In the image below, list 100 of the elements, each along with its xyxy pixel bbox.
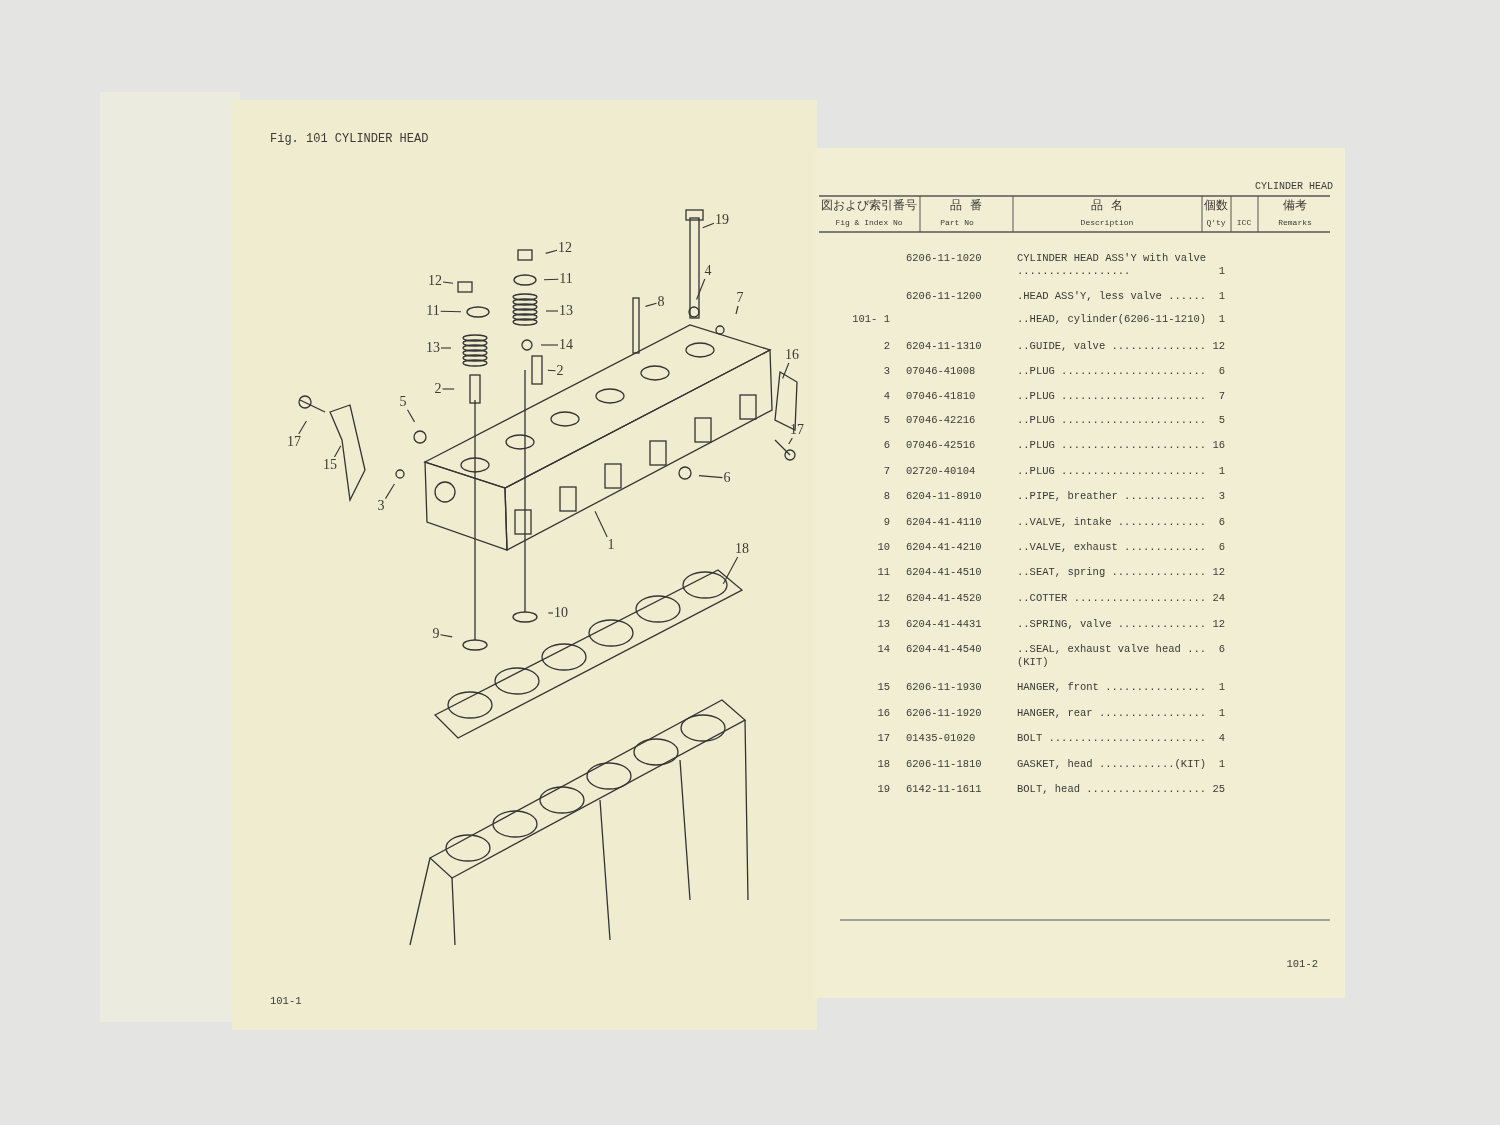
part-number: 6204-41-4510 <box>906 566 982 579</box>
callout-number: 6 <box>722 470 732 486</box>
column-heading: Remarks <box>1278 217 1312 229</box>
part-description: BOLT ......................... <box>1017 732 1208 745</box>
part-number: 02720-40104 <box>906 465 976 478</box>
leader-line <box>547 369 557 372</box>
column-heading: 備考 <box>1283 200 1307 213</box>
part-number: 6204-41-4520 <box>906 592 982 605</box>
quantity: 6 <box>1218 516 1225 529</box>
part-number: 6206-11-1020 <box>906 252 982 265</box>
index-number: 18 <box>877 758 890 771</box>
quantity: 5 <box>1218 414 1225 427</box>
part-description: ..HEAD, cylinder(6206-11-1210) <box>1017 313 1208 326</box>
leader-line <box>441 388 455 390</box>
callout-number: 4 <box>703 263 713 279</box>
part-description: ..PLUG ....................... <box>1017 390 1208 403</box>
leader-line <box>384 483 395 500</box>
index-number: 4 <box>883 390 890 403</box>
leader-line <box>545 310 559 312</box>
leader-line <box>545 249 558 254</box>
callout-number: 16 <box>784 347 800 363</box>
index-number: 19 <box>877 783 890 796</box>
part-number: 07046-41008 <box>906 365 976 378</box>
part-description: .HEAD ASS'Y, less valve ...... <box>1017 290 1208 303</box>
part-description: ..PLUG ....................... <box>1017 414 1208 427</box>
leader-line <box>298 420 307 435</box>
callout-number: 1 <box>606 537 616 553</box>
part-number: 6206-11-1810 <box>906 758 982 771</box>
callout-number: 8 <box>656 294 666 310</box>
leader-line <box>702 222 715 229</box>
part-number: 6204-11-1310 <box>906 340 982 353</box>
index-number: 10 <box>877 541 890 554</box>
leader-line <box>698 475 724 479</box>
part-description: BOLT, head ................... <box>1017 783 1208 796</box>
index-number: 2 <box>883 340 890 353</box>
column-heading: 個数 <box>1204 200 1228 213</box>
part-description: ..SPRING, valve .............. <box>1017 618 1208 631</box>
quantity: 4 <box>1218 732 1225 745</box>
column-heading: 品 名 <box>1091 200 1123 213</box>
part-description: ..VALVE, exhaust ............. <box>1017 541 1208 554</box>
page-number: 101-2 <box>1286 958 1318 971</box>
index-number: 15 <box>877 681 890 694</box>
column-heading: Part No <box>940 217 974 229</box>
part-description: ..COTTER ..................... <box>1017 592 1208 605</box>
quantity: 6 <box>1218 541 1225 554</box>
part-number: 07046-42216 <box>906 414 976 427</box>
callout-number: 15 <box>322 457 338 473</box>
index-number: 5 <box>883 414 890 427</box>
callout-number: 10 <box>553 605 569 621</box>
callout-number: 7 <box>735 290 745 306</box>
part-number: 07046-41810 <box>906 390 976 403</box>
callout-number: 13 <box>558 303 574 319</box>
callout-number: 12 <box>427 273 443 289</box>
callout-number: 18 <box>734 541 750 557</box>
quantity: 12 <box>1212 340 1225 353</box>
part-description: ..GUIDE, valve ............... <box>1017 340 1208 353</box>
index-number: 8 <box>883 490 890 503</box>
callout-number: 13 <box>425 340 441 356</box>
callout-number: 12 <box>557 240 573 256</box>
index-number: 6 <box>883 439 890 452</box>
part-description: ..PLUG ....................... <box>1017 365 1208 378</box>
leader-line <box>406 409 416 423</box>
part-number: 6204-41-4110 <box>906 516 982 529</box>
part-number: 6206-11-1920 <box>906 707 982 720</box>
part-number: 6206-11-1930 <box>906 681 982 694</box>
part-number: 01435-01020 <box>906 732 976 745</box>
quantity: 12 <box>1212 566 1225 579</box>
index-number: 101- 1 <box>852 313 890 326</box>
quantity: 6 <box>1218 643 1225 656</box>
quantity: 1 <box>1218 465 1225 478</box>
part-description: ..SEAT, spring ............... <box>1017 566 1208 579</box>
quantity: 12 <box>1212 618 1225 631</box>
leader-line <box>440 310 462 313</box>
leader-line <box>540 344 559 346</box>
part-number: 6204-41-4431 <box>906 618 982 631</box>
leader-line <box>333 445 342 458</box>
callout-number: 11 <box>558 271 574 287</box>
index-number: 7 <box>883 465 890 478</box>
quantity: 16 <box>1212 439 1225 452</box>
index-number: 3 <box>883 365 890 378</box>
callout-number: 19 <box>714 212 730 228</box>
index-number: 12 <box>877 592 890 605</box>
part-description: ..PIPE, breather ............. <box>1017 490 1208 503</box>
quantity: 3 <box>1218 490 1225 503</box>
part-description: GASKET, head ............(KIT) <box>1017 758 1208 771</box>
quantity: 1 <box>1218 313 1225 326</box>
part-description: CYLINDER HEAD ASS'Y with valve .................. <box>1017 252 1208 278</box>
leader-line <box>696 278 706 301</box>
leader-line <box>644 302 658 307</box>
column-heading: Description <box>1080 217 1134 229</box>
quantity: 6 <box>1218 365 1225 378</box>
part-number: 6142-11-1611 <box>906 783 982 796</box>
column-heading: ICC <box>1236 217 1252 229</box>
part-description: ..PLUG ....................... <box>1017 439 1208 452</box>
leader-line <box>543 278 559 281</box>
part-description: ..VALVE, intake .............. <box>1017 516 1208 529</box>
leader-line <box>788 437 793 445</box>
index-number: 14 <box>877 643 890 656</box>
figure-title: Fig. 101 CYLINDER HEAD <box>270 133 429 146</box>
part-number: 6204-41-4540 <box>906 643 982 656</box>
